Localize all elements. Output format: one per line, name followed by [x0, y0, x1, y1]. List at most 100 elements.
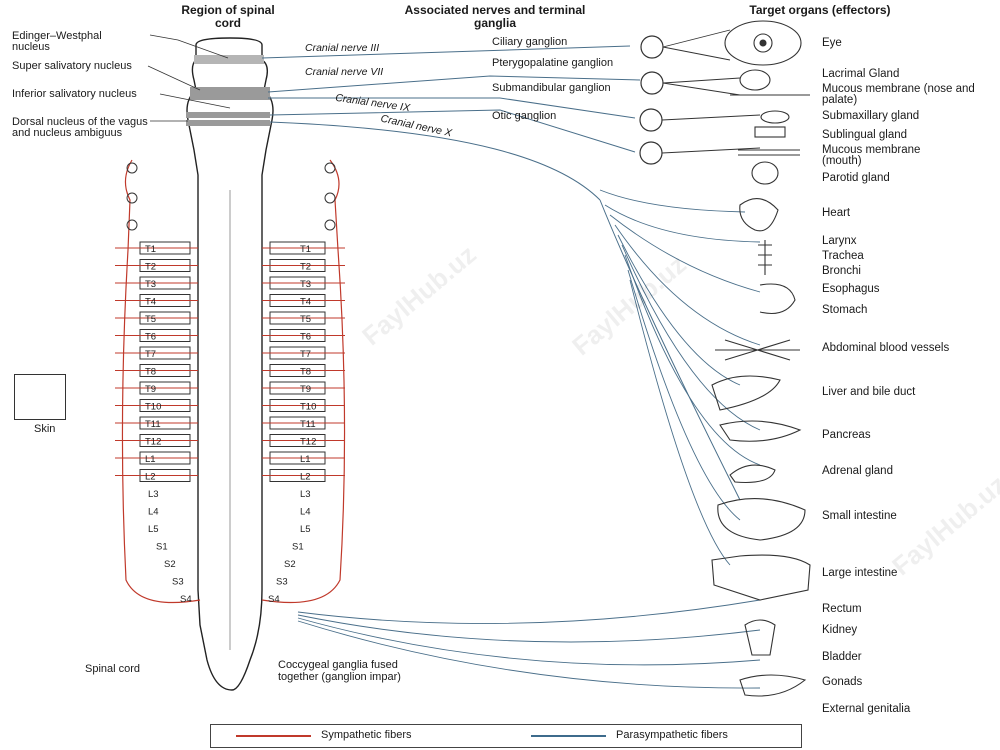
segment-label-left: T8 — [145, 367, 156, 378]
vagus-fan — [599, 189, 761, 566]
organ-bladder: Bladder — [822, 651, 862, 663]
segment-label-left: T3 — [145, 279, 156, 290]
organ-kidney: Kidney — [822, 624, 858, 636]
ganglion-pterygopalatine: Pterygopalatine ganglion — [492, 57, 614, 69]
segment-label-right: L4 — [300, 507, 311, 518]
segment-label-left: S3 — [172, 577, 184, 588]
legend-sympathetic-label: Sympathetic fibers — [321, 729, 412, 741]
segment-label-right: T11 — [300, 419, 316, 430]
organ-abdominal-vessels: Abdominal blood vessels — [822, 342, 950, 354]
organ-eye: Eye — [822, 37, 842, 49]
sympathetic-chain-left — [121, 159, 201, 603]
organ-lacrimal: Lacrimal Gland — [822, 68, 900, 80]
ganglion-ciliary: Ciliary ganglion — [492, 36, 568, 48]
salivatory-band — [190, 87, 270, 100]
segment-label-left: T4 — [145, 297, 156, 308]
ganglion-to-organ — [661, 29, 761, 154]
organ-trachea: Trachea — [822, 250, 864, 262]
segment-label-right: T9 — [300, 384, 311, 395]
segment-label-left: T5 — [145, 314, 156, 325]
segment-label-right: S3 — [276, 577, 288, 588]
segment-label-right: T8 — [300, 367, 311, 378]
cranial-nerve-lines — [261, 45, 741, 501]
nucleus-super-salivatory: Super salivatory nucleus — [12, 60, 132, 72]
segment-label-right: T1 — [300, 244, 311, 255]
cervical-ganglion — [126, 162, 138, 174]
organ-rectum: Rectum — [822, 603, 862, 615]
organ-esophagus: Esophagus — [822, 283, 880, 295]
organ-parotid: Parotid gland — [822, 172, 890, 184]
skin-label: Skin — [34, 423, 56, 435]
segment-label-left: T6 — [145, 332, 156, 343]
cervical-ganglion — [324, 192, 336, 204]
segment-label-right: L2 — [300, 472, 311, 483]
ganglion-submandibular: Submandibular ganglion — [492, 82, 611, 94]
cervical-ganglion — [126, 192, 138, 204]
segment-label-left: S2 — [164, 559, 176, 570]
sympathetic-chain-right — [261, 159, 346, 603]
organ-small-intestine: Small intestine — [822, 510, 897, 522]
segment-label-left: T9 — [145, 384, 156, 395]
header-nerves: Associated nerves and terminal ganglia — [404, 3, 586, 30]
organ-heart: Heart — [822, 207, 851, 219]
segment-label-left: T10 — [145, 402, 161, 413]
segment-label-right: L3 — [300, 489, 311, 500]
nucleus-edinger-westphal: Edinger–Westphal nucleus — [12, 30, 102, 53]
ganglion-otic: Otic ganglion — [492, 110, 557, 122]
segment-label-left: L1 — [145, 454, 156, 465]
nucleus-inferior-salivatory: Inferior salivatory nucleus — [12, 88, 137, 100]
segment-label-left: T1 — [145, 244, 156, 255]
segment-label-right: T12 — [300, 437, 316, 448]
skin-figure — [14, 374, 66, 420]
legend-parasympathetic-line — [531, 735, 606, 737]
organ-drawings — [711, 20, 811, 697]
segment-label-left: L4 — [148, 507, 159, 518]
organ-gonads: Gonads — [822, 676, 863, 688]
organ-bronchi: Bronchi — [822, 265, 861, 277]
segment-label-right: T5 — [300, 314, 311, 325]
ganglia-circles — [639, 35, 664, 165]
legend-sympathetic-line — [236, 735, 311, 737]
organ-submaxillary: Submaxillary gland — [822, 110, 920, 122]
nucleus-dorsal-vagus: Dorsal nucleus of the vagus and nucleus … — [12, 116, 148, 139]
segment-label-left: T11 — [145, 419, 161, 430]
cervical-ganglion — [126, 219, 138, 231]
segment-label-left: T7 — [145, 349, 156, 360]
legend-parasympathetic-label: Parasympathetic fibers — [616, 729, 728, 741]
vagus-band-2 — [186, 120, 270, 126]
segment-label-right: T6 — [300, 332, 311, 343]
segment-label-left: T2 — [145, 262, 156, 273]
cervical-ganglion — [324, 162, 336, 174]
segment-label-left: S4 — [180, 594, 192, 605]
organ-pancreas: Pancreas — [822, 429, 871, 441]
organ-large-intestine: Large intestine — [822, 567, 898, 579]
header-targets: Target organs (effectors) — [749, 3, 891, 17]
segment-label-left: L2 — [145, 472, 156, 483]
organ-larynx: Larynx — [822, 235, 857, 247]
sacral-parasympathetic — [297, 599, 761, 689]
organ-external-genitalia: External genitalia — [822, 703, 911, 715]
cranial-nerve-vii-label: Cranial nerve VII — [305, 66, 384, 78]
header-region: Region of spinal cord — [181, 3, 275, 30]
vagus-band-1 — [186, 112, 270, 118]
segment-label-left: L3 — [148, 489, 159, 500]
organ-mucous-mouth: Mucous membrane (mouth) — [822, 144, 921, 167]
coccygeal-label: Coccygeal ganglia fused together (gangli… — [278, 659, 401, 683]
segment-label-right: L1 — [300, 454, 311, 465]
legend: Sympathetic fibers Parasympathetic fiber… — [210, 724, 802, 748]
segment-label-right: T2 — [300, 262, 311, 273]
segment-label-right: L5 — [300, 524, 311, 535]
segment-label-left: L5 — [148, 524, 159, 535]
segment-label-right: T10 — [300, 402, 316, 413]
nucleus-leaders — [147, 34, 231, 122]
segment-label-right: T4 — [300, 297, 311, 308]
organ-stomach: Stomach — [822, 304, 868, 316]
spinal-cord-label: Spinal cord — [85, 663, 141, 675]
organ-sublingual: Sublingual gland — [822, 129, 908, 141]
organ-mucous-nose: Mucous membrane (nose and palate) — [822, 83, 975, 106]
edinger-westphal-band — [194, 55, 264, 64]
segment-label-left: S1 — [156, 542, 168, 553]
segment-label-left: T12 — [145, 437, 161, 448]
segment-label-right: S1 — [292, 542, 304, 553]
